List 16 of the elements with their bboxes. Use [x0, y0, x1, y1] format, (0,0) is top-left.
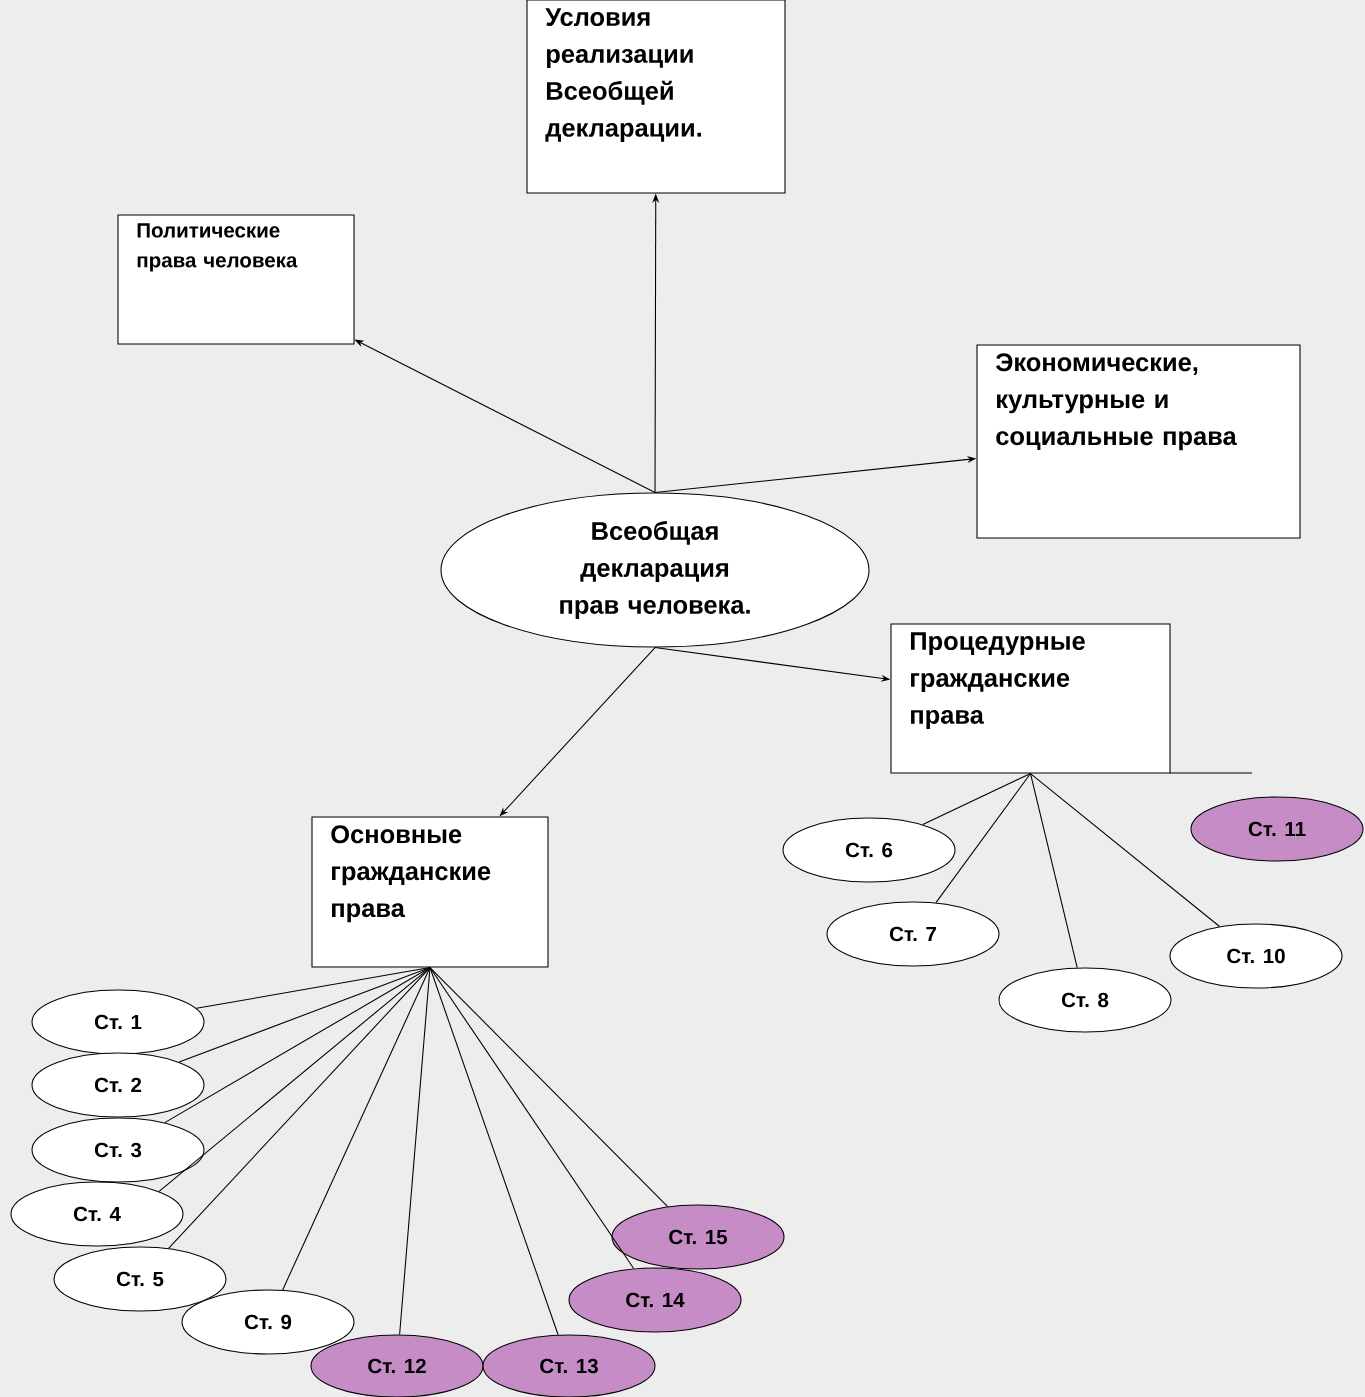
text-box: Политические права человека: [117, 214, 355, 345]
connector-line: [195, 967, 431, 1009]
connector-line: [429, 967, 635, 1270]
connector-line: [429, 967, 669, 1208]
text-box: Условия реализации Всеобщей декларации.: [526, 0, 786, 194]
connector-line: [922, 773, 1032, 826]
text-box: Экономические, культурные и социальные права: [976, 344, 1301, 539]
connector-line: [1029, 773, 1078, 969]
connector-line: [935, 773, 1032, 904]
text-box: Основные гражданские права: [311, 816, 549, 968]
connector-line: [164, 967, 431, 1124]
connector-line: [399, 967, 431, 1336]
connector-line: [1029, 773, 1221, 928]
text-box: Процедурные гражданские права: [890, 623, 1253, 774]
connector-line: [282, 967, 431, 1291]
connector-line: [429, 967, 559, 1336]
